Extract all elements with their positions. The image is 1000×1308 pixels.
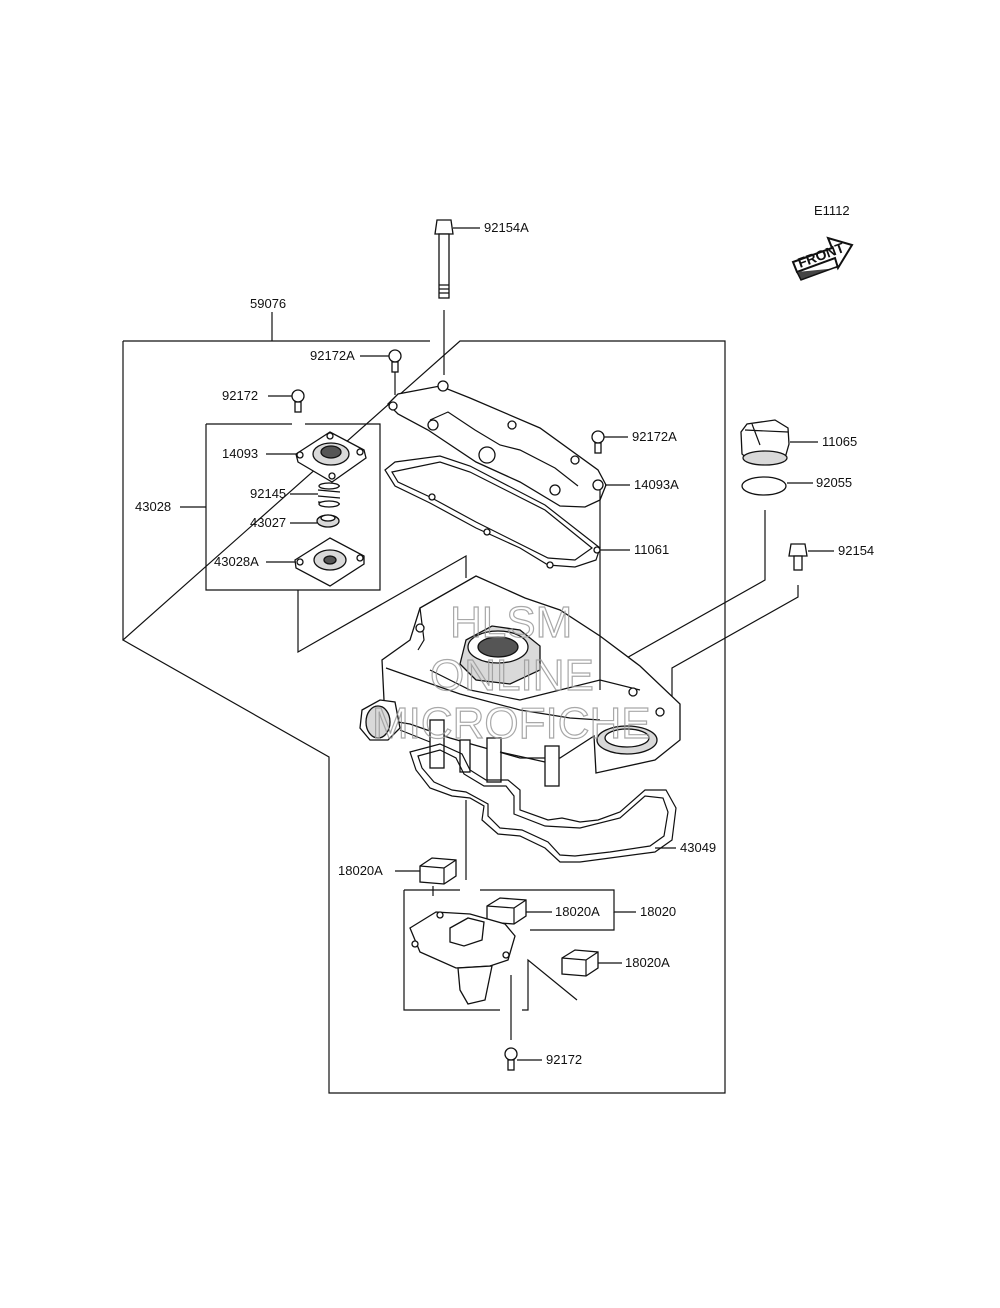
diaphragm-43028A	[266, 537, 365, 587]
front-arrow-icon: FRONT	[791, 236, 854, 281]
screw-92172-left	[268, 389, 305, 413]
label-59076: 59076	[250, 296, 286, 311]
o-ring-92055	[741, 476, 813, 496]
label-92172A-top: 92172A	[310, 348, 355, 363]
label-43049: 43049	[680, 840, 716, 855]
label-18020A-mid: 18020A	[555, 904, 600, 919]
watermark-line-1: HLSM	[450, 598, 572, 647]
seat-43027	[290, 514, 340, 528]
label-92172-left: 92172	[222, 388, 258, 403]
cylinder-head-cover	[359, 575, 681, 787]
watermark: HLSM ONLINE MICROFICHE	[371, 597, 651, 748]
label-18020A-left: 18020A	[338, 863, 383, 878]
bolt-92154	[671, 543, 834, 700]
block-18020A-mid	[486, 897, 552, 925]
label-92055: 92055	[816, 475, 852, 490]
block-18020A-left	[395, 857, 457, 896]
label-92154A: 92154A	[484, 220, 529, 235]
label-43028A: 43028A	[214, 554, 259, 569]
assembly-bracket-59076	[121, 312, 726, 1094]
label-14093A: 14093A	[634, 477, 679, 492]
label-92154: 92154	[838, 543, 874, 558]
label-14093: 14093	[222, 446, 258, 461]
label-18020: 18020	[640, 904, 676, 919]
label-92172A-right: 92172A	[632, 429, 677, 444]
bolt-92172A-right	[591, 430, 628, 454]
separator-plate	[409, 911, 516, 1005]
oil-filler-cap-11065	[740, 419, 818, 466]
gasket-43049	[409, 743, 677, 863]
watermark-line-2: ONLINE	[430, 651, 594, 700]
cover-14093	[266, 431, 367, 483]
bracket-18020	[403, 889, 636, 1011]
label-43028: 43028	[135, 499, 171, 514]
block-18020A-right	[561, 949, 622, 977]
diagram-code: E1112	[814, 203, 850, 218]
breather-assembly-43028	[180, 423, 381, 591]
label-11065: 11065	[822, 434, 857, 449]
label-43027: 43027	[250, 515, 286, 530]
bolt-92172A-top	[360, 349, 402, 395]
watermark-line-3: MICROFICHE	[372, 699, 651, 748]
gasket-11061	[384, 455, 601, 569]
bolt-92172-bottom	[504, 975, 542, 1071]
label-92145: 92145	[250, 486, 286, 501]
label-92172-bottom: 92172	[546, 1052, 582, 1067]
label-18020A-right: 18020A	[625, 955, 670, 970]
label-11061: 11061	[634, 542, 669, 557]
bolt-92154A	[434, 219, 480, 375]
spring-92145	[290, 482, 341, 508]
breather-plate-14093A	[387, 380, 607, 508]
